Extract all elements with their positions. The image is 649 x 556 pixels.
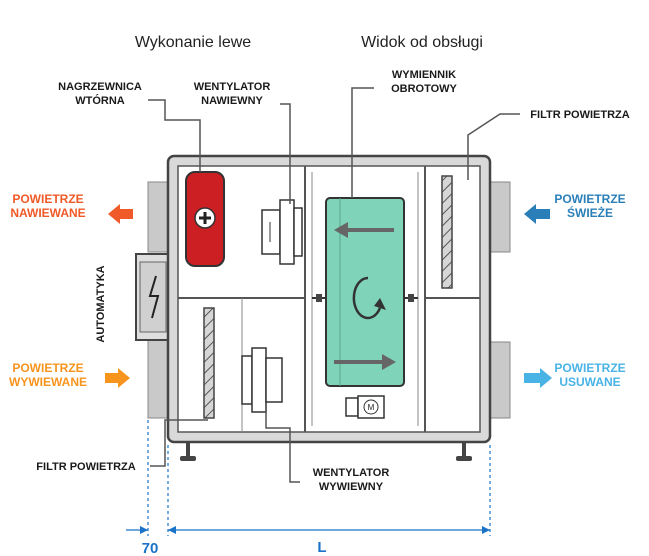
- svg-text:ŚWIEŻE: ŚWIEŻE: [567, 205, 613, 220]
- arrow-right-icon: [105, 368, 130, 388]
- arrow-left-icon: [524, 204, 550, 224]
- filter-top: [441, 175, 453, 289]
- supply-fan-label-line1: WENTYLATOR: [194, 81, 271, 93]
- rotation-arrow-icon: [352, 276, 386, 320]
- filter-bottom-label: FILTR POWIETRZA: [36, 461, 135, 473]
- svg-text:POWIETRZE: POWIETRZE: [554, 361, 625, 375]
- leader-exchanger: [351, 87, 374, 198]
- leader-filter-top: [467, 113, 520, 180]
- exhaust-fan: [241, 347, 283, 413]
- svg-text:USUWANE: USUWANE: [559, 375, 620, 389]
- leader-filter-bottom: [150, 419, 208, 467]
- svg-text:NAWIEWANE: NAWIEWANE: [10, 206, 85, 220]
- exchanger-label-line1: WYMIENNIK: [392, 69, 456, 81]
- dimension-length: L: [317, 539, 326, 556]
- filter-bottom: [203, 307, 215, 419]
- reheater-label-line1: NAGRZEWNICA: [58, 81, 142, 93]
- arrow-right-icon: [524, 368, 552, 388]
- motor-m-icon: M: [345, 395, 385, 419]
- svg-text:M: M: [368, 403, 375, 412]
- supply-duct-stub: [147, 181, 171, 253]
- reheater-label-line2: WTÓRNA: [75, 94, 125, 107]
- rotary-exchanger: [325, 197, 405, 387]
- supply-fan: [261, 199, 303, 265]
- airflow-exhaust: POWIETRZE USUWANE: [524, 361, 626, 389]
- airflow-supply: POWIETRZE NAWIEWANE: [10, 192, 133, 224]
- leader-supply-fan: [280, 103, 291, 204]
- airflow-extract: POWIETRZE WYWIEWANE: [9, 361, 130, 389]
- svg-text:POWIETRZE: POWIETRZE: [12, 192, 83, 206]
- exhaust-fan-label-line2: WYWIEWNY: [319, 481, 384, 493]
- leader-heater: [148, 99, 201, 172]
- supply-fan-label-line2: NAWIEWNY: [201, 95, 263, 107]
- plus-icon: [194, 207, 216, 229]
- arrow-left-icon: [108, 204, 133, 224]
- lightning-icon: [148, 275, 160, 319]
- header-left: Wykonanie lewe: [135, 34, 251, 51]
- unit-feet: [180, 442, 472, 461]
- leader-exhaust-fan: [265, 410, 300, 483]
- exhaust-fan-label-line1: WENTYLATOR: [313, 467, 390, 479]
- fresh-duct-stub: [487, 181, 511, 253]
- automation-label: AUTOMATYKA: [95, 265, 107, 342]
- svg-text:POWIETRZE: POWIETRZE: [12, 361, 83, 375]
- svg-text:WYWIEWANE: WYWIEWANE: [9, 375, 87, 389]
- airflow-fresh: POWIETRZE ŚWIEŻE: [524, 192, 626, 224]
- header-right: Widok od obsługi: [361, 34, 483, 51]
- filter-top-label: FILTR POWIETRZA: [530, 109, 629, 121]
- exhaust-duct-stub: [487, 341, 511, 419]
- dimension-offset: 70: [142, 540, 159, 556]
- extract-duct-stub: [147, 339, 171, 419]
- svg-text:POWIETRZE: POWIETRZE: [554, 192, 625, 206]
- exchanger-label-line2: OBROTOWY: [391, 83, 457, 95]
